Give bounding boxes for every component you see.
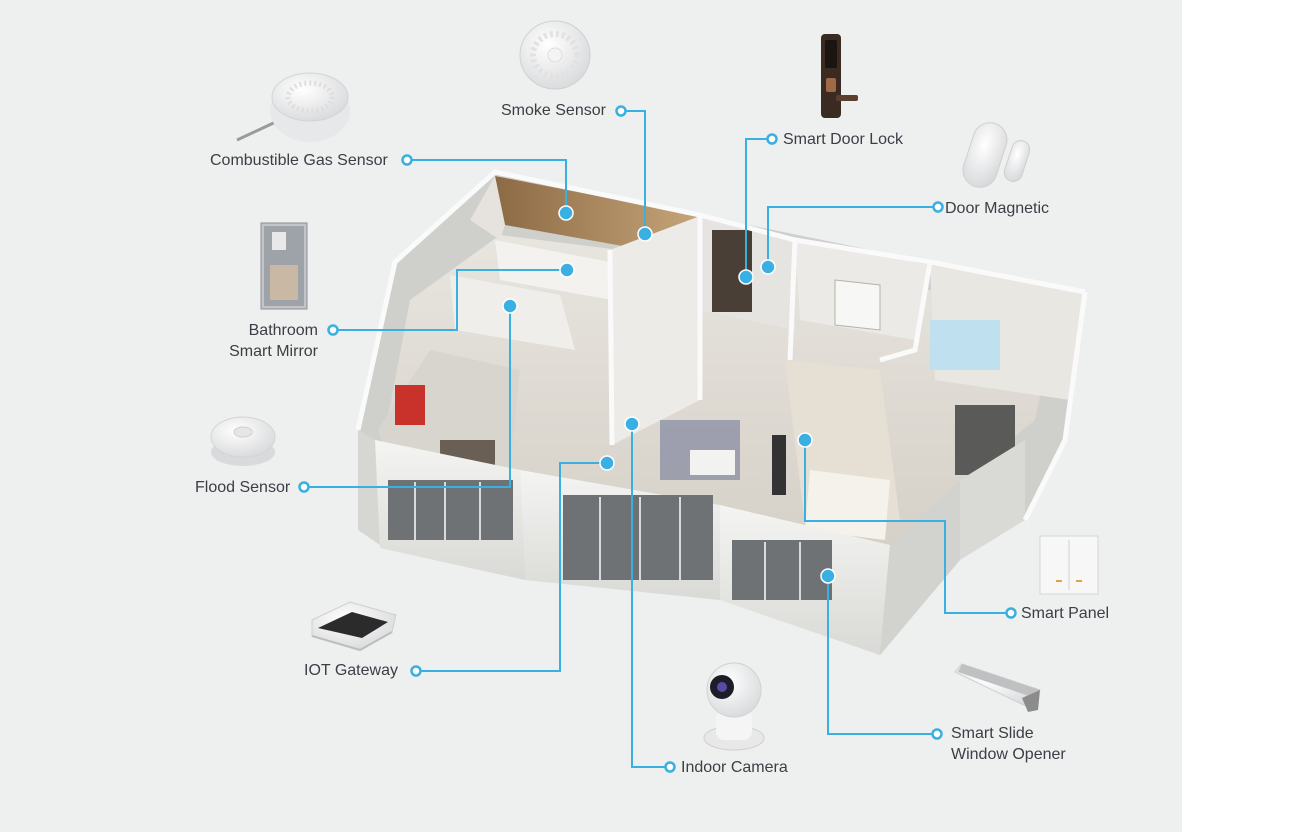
line-gas-sensor: [407, 159, 567, 213]
smoke-sensor-icon: [519, 20, 591, 90]
label-bathroom-line-1: Bathroom: [248, 322, 318, 339]
label-smoke-sensor: Smoke Sensor: [501, 102, 606, 119]
window-opener-icon: [954, 663, 1041, 712]
label-smart-slide-window-opener: Smart Slide Window Opener: [951, 723, 1066, 765]
smart-panel-icon: [1039, 535, 1099, 595]
smart-mirror-icon: [260, 222, 308, 310]
line-window-opener: [827, 576, 937, 735]
line-indoor-camera: [631, 424, 670, 768]
line-smoke-sensor: [621, 110, 646, 234]
apartment-floorplan: [355, 169, 1088, 655]
label-smart-panel: Smart Panel: [1021, 605, 1110, 622]
label-smart-door-lock: Smart Door Lock: [783, 131, 904, 148]
connector-nodes: [298, 105, 1017, 773]
label-flood-sensor: Flood Sensor: [195, 479, 291, 496]
line-flood-sensor: [304, 306, 511, 488]
flood-sensor-icon: [210, 416, 276, 466]
door-magnetic-icon: [962, 122, 1031, 188]
right-margin-panel: [1182, 0, 1309, 832]
label-bathroom-line-2: Smart Mirror: [229, 343, 318, 360]
label-door-magnetic: Door Magnetic: [945, 200, 1050, 217]
label-iot-gateway: IOT Gateway: [304, 662, 398, 679]
gas-sensor-icon: [236, 72, 350, 142]
label-window-opener-line-1: Smart Slide: [951, 725, 1034, 742]
line-smart-panel: [804, 440, 1011, 614]
label-indoor-camera: Indoor Camera: [681, 759, 788, 776]
door-lock-icon: [821, 34, 858, 118]
iot-gateway-icon: [311, 601, 397, 652]
line-door-lock: [745, 138, 772, 277]
label-window-opener-line-2: Window Opener: [951, 746, 1066, 763]
label-bathroom-smart-mirror: Bathroom Smart Mirror: [218, 320, 318, 362]
connector-lines: [304, 110, 1011, 768]
label-combustible-gas-sensor: Combustible Gas Sensor: [210, 152, 388, 169]
line-door-magnetic: [767, 206, 938, 267]
line-smart-mirror: [333, 269, 567, 331]
line-iot-gateway: [416, 462, 607, 672]
indoor-camera-icon: [703, 662, 765, 751]
